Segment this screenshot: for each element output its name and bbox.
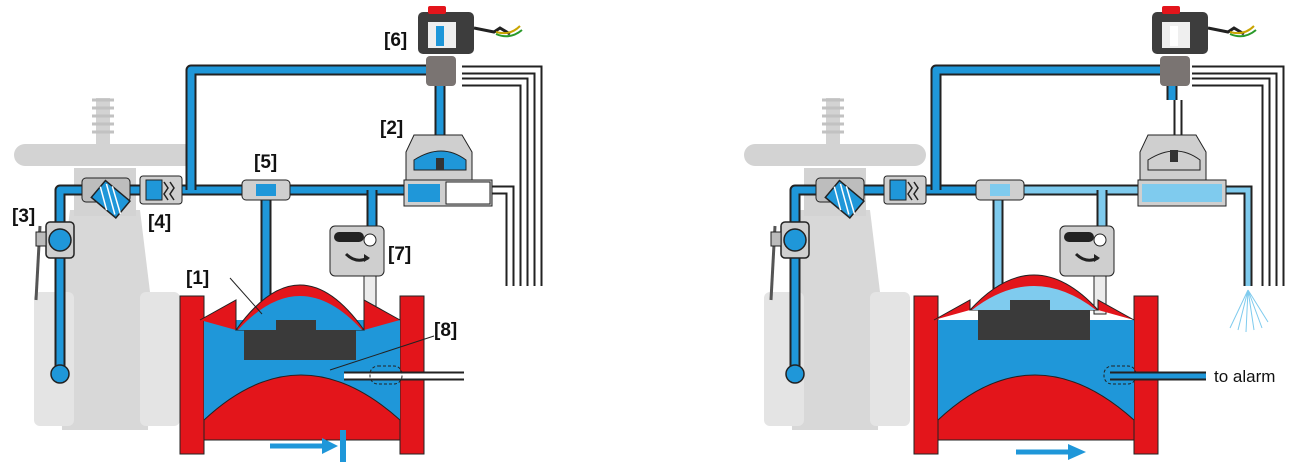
- pilot-valve-2-right: [1137, 134, 1227, 207]
- flow-arrow-blocked: [270, 430, 346, 462]
- label-1: [1]: [186, 268, 209, 289]
- label-6: [6]: [384, 30, 407, 51]
- flow-arrow-open: [1016, 444, 1086, 460]
- ball-valve-3-right: [769, 221, 810, 301]
- right-panel: to alarm: [744, 6, 1285, 460]
- pilot-valve-2-left: [403, 134, 493, 207]
- alarm-label: to alarm: [1214, 367, 1275, 386]
- ball-valve-3-left: [34, 221, 75, 301]
- solenoid-6-left: [418, 6, 523, 86]
- leader-line-8-left: [329, 335, 435, 371]
- gate-valve-left: [14, 98, 196, 430]
- label-4: [4]: [148, 212, 171, 233]
- gate-valve-right: [744, 98, 926, 430]
- strainer-right: [815, 177, 866, 220]
- deluge-valve-body-right: [913, 274, 1206, 455]
- label-7: [7]: [388, 244, 411, 265]
- left-panel: [1] [2] [3] [4] [5] [6] [7] [8]: [12, 6, 543, 462]
- leader-line-1-left: [229, 277, 263, 315]
- drain-lines-right: [1173, 65, 1285, 286]
- strainer-left: [81, 177, 132, 220]
- deluge-valve-body-left: [179, 284, 464, 455]
- check-valve-4-right: [883, 175, 927, 205]
- label-8: [8]: [434, 320, 457, 341]
- label-5: [5]: [254, 152, 277, 173]
- spray-right: [1229, 289, 1269, 333]
- label-2: [2]: [380, 118, 403, 139]
- drain-lines-left: [462, 65, 543, 286]
- label-3: [3]: [12, 206, 35, 227]
- check-valve-4-left: [139, 175, 183, 205]
- solenoid-6-right: [1152, 6, 1257, 86]
